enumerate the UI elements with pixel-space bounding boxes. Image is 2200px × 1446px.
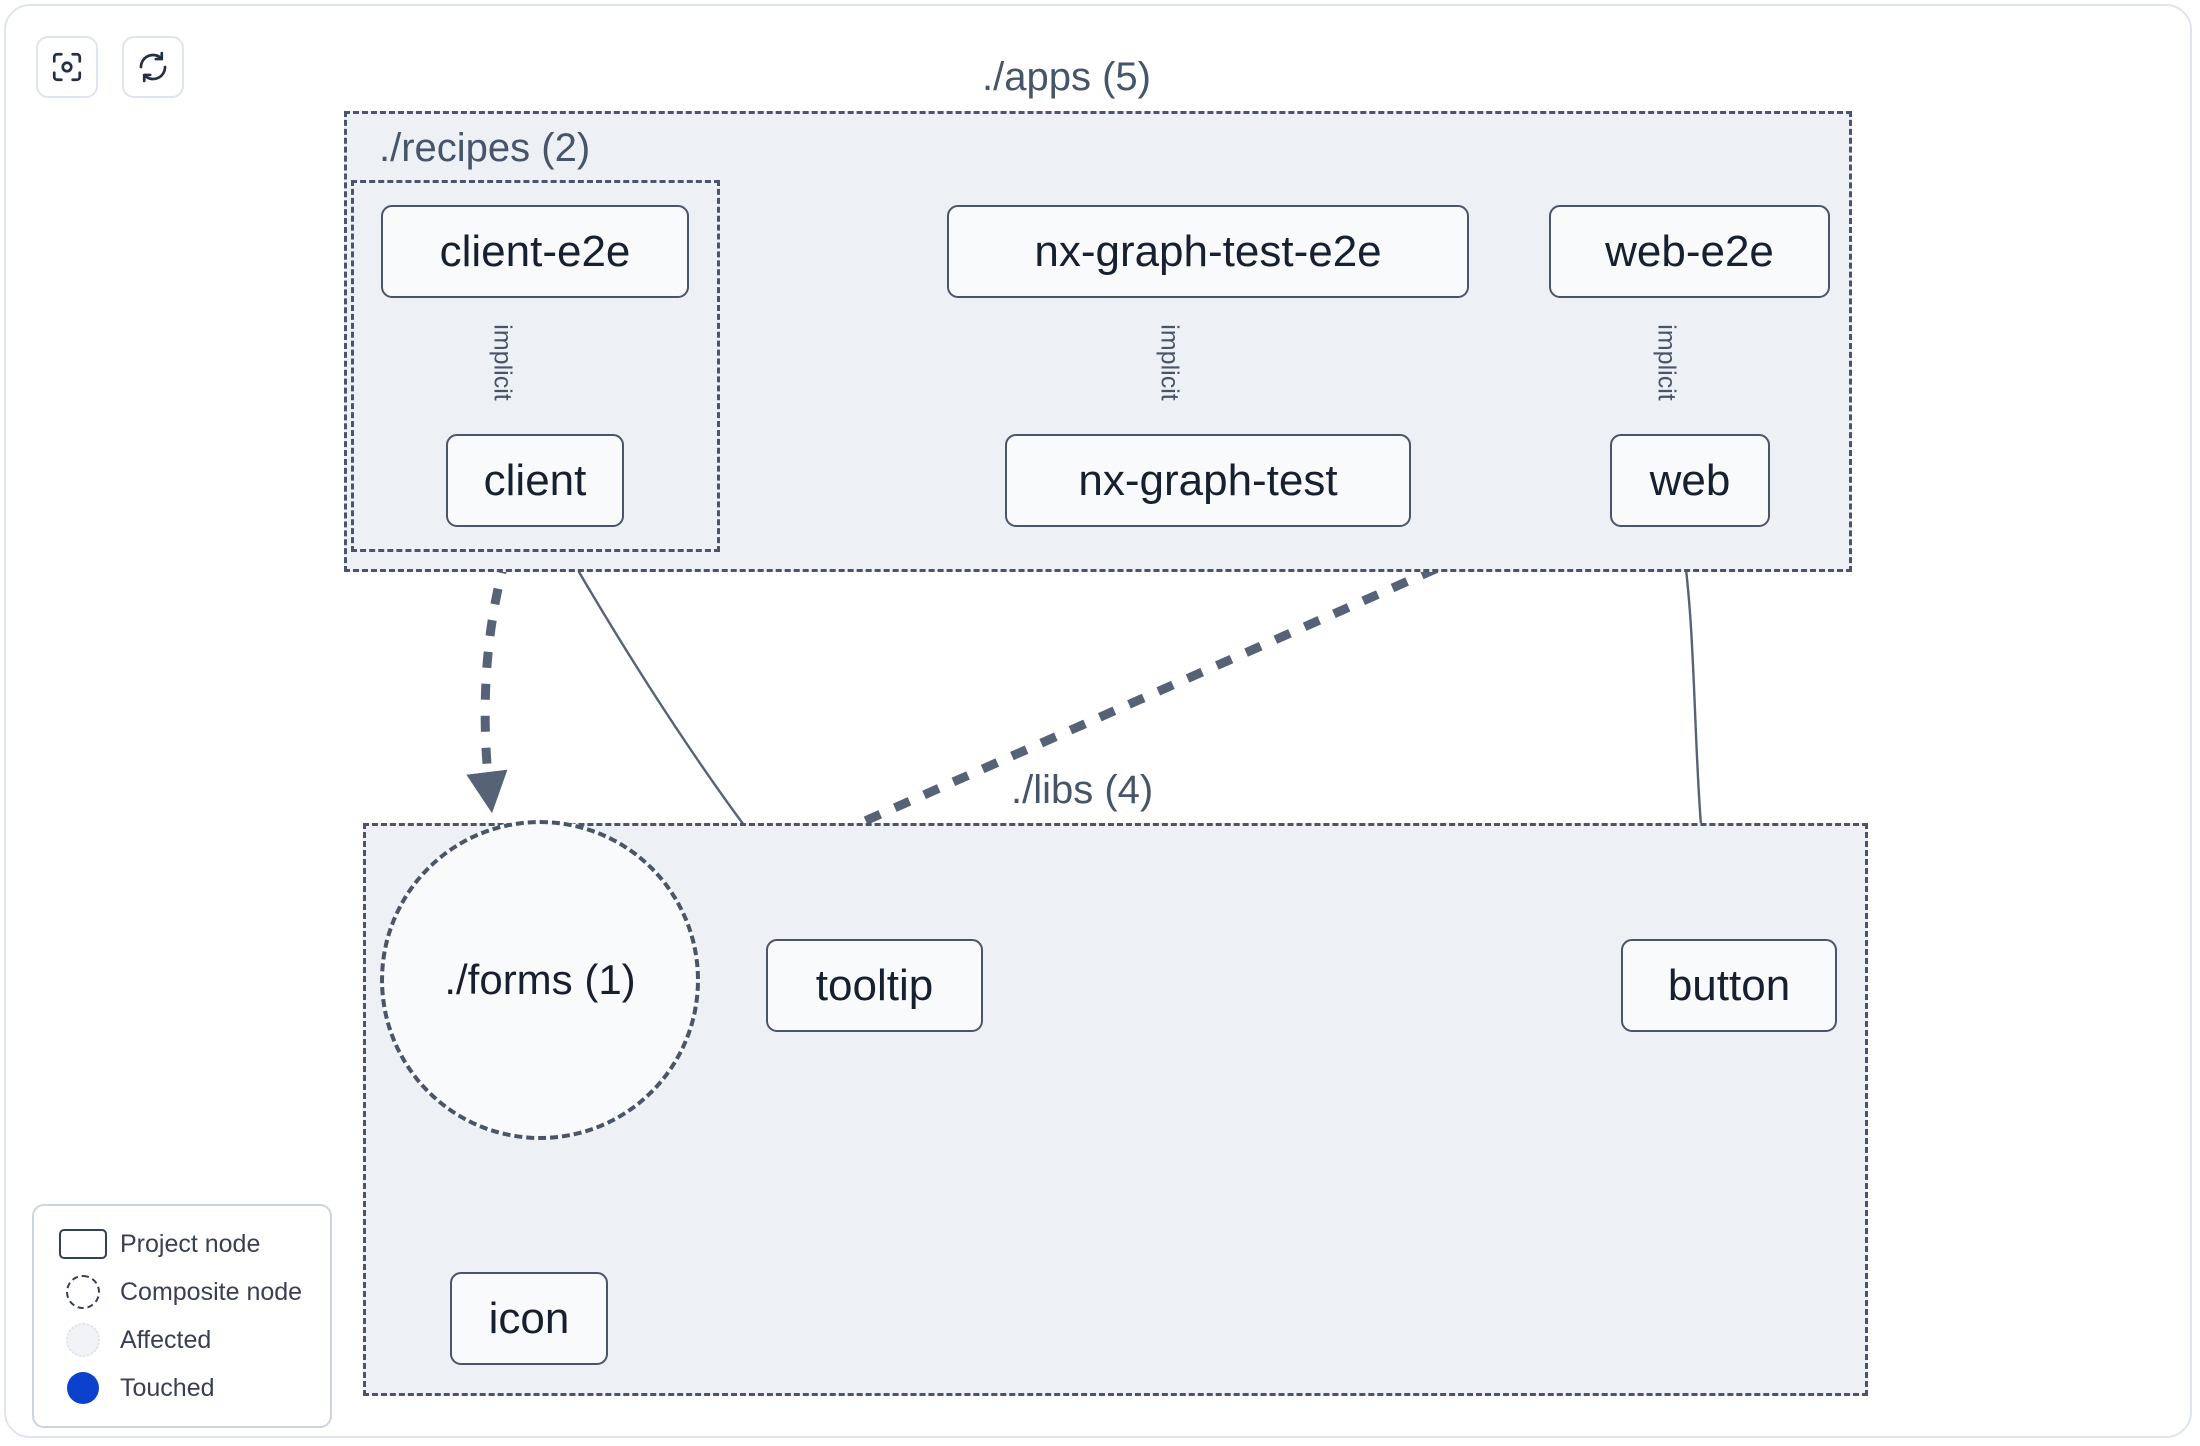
refresh-icon [136,50,170,84]
container-recipes-label: ./recipes (2) [379,126,591,170]
node-label: icon [488,1293,570,1343]
node-label: web [1649,455,1731,505]
node-label: web-e2e [1605,226,1774,276]
node-nx-graph-test[interactable]: nx-graph-test [1005,434,1411,527]
node-label: client-e2e [439,226,631,276]
node-label: client [483,455,587,505]
refresh-graph-button[interactable] [122,36,184,98]
legend-item-affected: Affected [52,1316,312,1364]
focus-graph-button[interactable] [36,36,98,98]
node-tooltip[interactable]: tooltip [766,939,983,1032]
node-icon[interactable]: icon [450,1272,608,1365]
focus-target-icon [50,50,84,84]
project-node-swatch [52,1229,114,1259]
legend-label: Composite node [120,1277,303,1306]
node-label: nx-graph-test-e2e [1034,226,1382,276]
node-button[interactable]: button [1621,939,1837,1032]
legend-label: Project node [120,1229,261,1258]
legend-label: Touched [120,1373,215,1402]
edge-label-client-e2e-implicit: implicit [488,324,517,401]
node-forms-composite[interactable]: ./forms (1) [380,820,700,1140]
composite-node-swatch [52,1275,114,1309]
graph-toolbar [36,36,184,98]
node-client-e2e[interactable]: client-e2e [381,205,689,298]
container-apps-label: ./apps (5) [982,55,1151,99]
graph-legend: Project node Composite node Affected Tou… [32,1204,332,1428]
edge-label-web-e2e-implicit: implicit [1652,324,1681,401]
edge-label-nx-graph-test-e2e-implicit: implicit [1155,324,1184,401]
container-libs-label: ./libs (4) [1011,768,1154,812]
node-web[interactable]: web [1610,434,1770,527]
legend-item-touched: Touched [52,1364,312,1412]
node-label: ./forms (1) [444,956,636,1003]
node-label: button [1667,960,1791,1010]
node-nx-graph-test-e2e[interactable]: nx-graph-test-e2e [947,205,1469,298]
legend-item-project-node: Project node [52,1220,312,1268]
node-client[interactable]: client [446,434,624,527]
touched-swatch [52,1372,114,1404]
legend-label: Affected [120,1325,212,1354]
node-web-e2e[interactable]: web-e2e [1549,205,1830,298]
node-label: tooltip [815,960,934,1010]
affected-swatch [52,1323,114,1357]
legend-item-composite-node: Composite node [52,1268,312,1316]
node-label: nx-graph-test [1078,455,1338,505]
